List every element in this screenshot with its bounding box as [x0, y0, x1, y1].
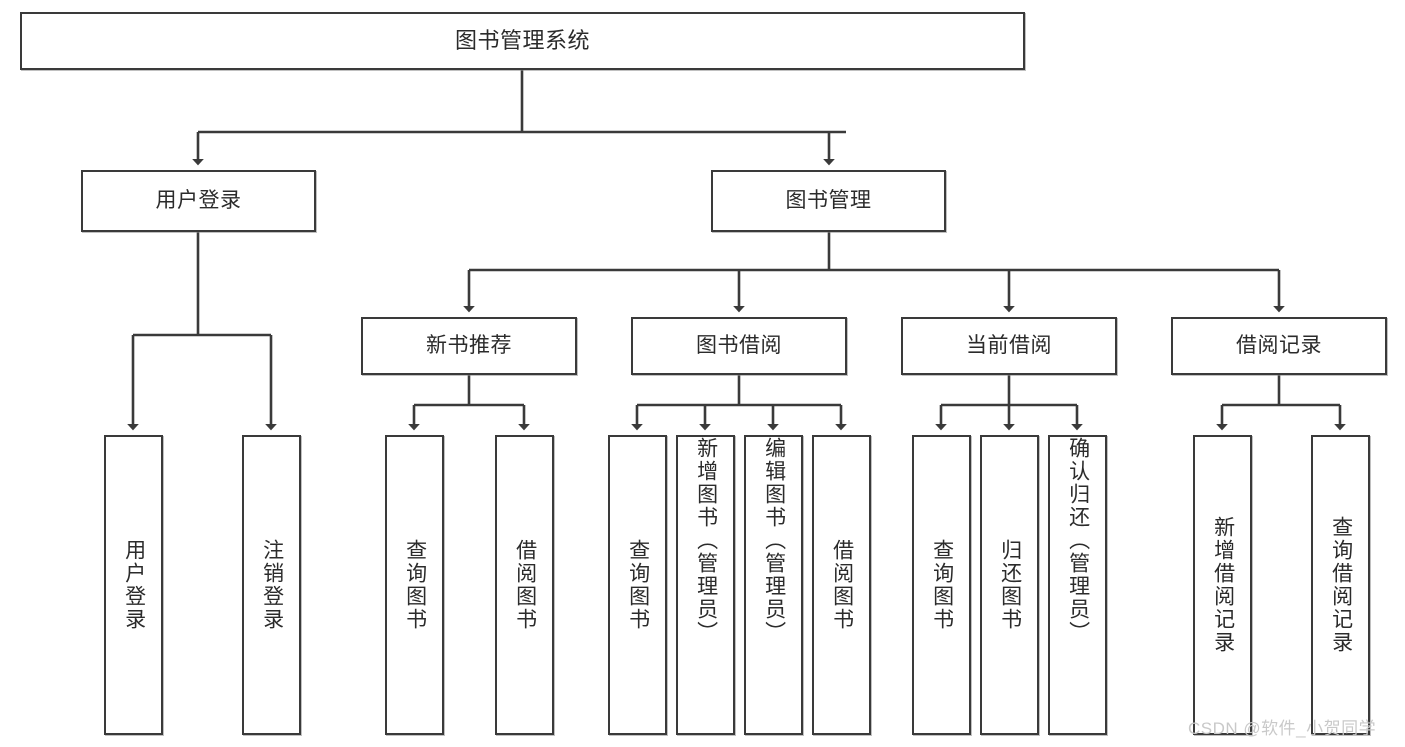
node-borrow-record[interactable]: 借阅记录	[1171, 317, 1387, 375]
node-label: 新增借阅记录	[1211, 516, 1235, 654]
node-label: 借阅图书	[830, 539, 854, 631]
leaf-borrow-record-query[interactable]: 查询借阅记录	[1311, 435, 1370, 735]
leaf-book-borrow-add[interactable]: 新增图书（管理员）	[676, 435, 735, 735]
node-label: 图书管理	[785, 188, 872, 212]
node-current-borrow[interactable]: 当前借阅	[901, 317, 1117, 375]
node-label: 查询借阅记录	[1329, 516, 1353, 654]
leaf-book-borrow-lend[interactable]: 借阅图书	[812, 435, 871, 735]
node-label: 查询图书	[403, 539, 427, 631]
node-label: 图书借阅	[696, 333, 782, 357]
node-new-book-recommend[interactable]: 新书推荐	[361, 317, 577, 375]
node-label: 用户登录	[122, 539, 146, 631]
leaf-book-borrow-query[interactable]: 查询图书	[608, 435, 667, 735]
node-label: 当前借阅	[966, 333, 1052, 357]
node-label: 注销登录	[260, 539, 284, 631]
leaf-book-borrow-edit[interactable]: 编辑图书（管理员）	[744, 435, 803, 735]
node-label: 新增图书（管理员）	[694, 437, 718, 644]
node-label: 新书推荐	[426, 333, 512, 357]
leaf-current-borrow-query[interactable]: 查询图书	[912, 435, 971, 735]
leaf-borrow-record-add[interactable]: 新增借阅记录	[1193, 435, 1252, 735]
node-label: 借阅图书	[513, 539, 537, 631]
leaf-new-book-borrow[interactable]: 借阅图书	[495, 435, 554, 735]
node-label: 借阅记录	[1236, 333, 1322, 357]
node-label: 图书管理系统	[454, 28, 590, 54]
node-root-system[interactable]: 图书管理系统	[20, 12, 1025, 70]
node-label: 查询图书	[626, 539, 650, 631]
leaf-current-borrow-confirm[interactable]: 确认归还（管理员）	[1048, 435, 1107, 735]
node-book-manage[interactable]: 图书管理	[711, 170, 946, 232]
node-label: 编辑图书（管理员）	[762, 437, 786, 644]
node-label: 查询图书	[930, 539, 954, 631]
leaf-user-login-signout[interactable]: 注销登录	[242, 435, 301, 735]
csdn-watermark: CSDN @软件_小贺同学	[1188, 719, 1377, 738]
leaf-user-login-signin[interactable]: 用户登录	[104, 435, 163, 735]
leaf-new-book-query[interactable]: 查询图书	[385, 435, 444, 735]
leaf-current-borrow-return[interactable]: 归还图书	[980, 435, 1039, 735]
node-book-borrow[interactable]: 图书借阅	[631, 317, 847, 375]
node-label: 确认归还（管理员）	[1066, 437, 1090, 644]
node-label: 归还图书	[998, 539, 1022, 631]
node-user-login[interactable]: 用户登录	[81, 170, 316, 232]
node-label: 用户登录	[155, 188, 242, 212]
